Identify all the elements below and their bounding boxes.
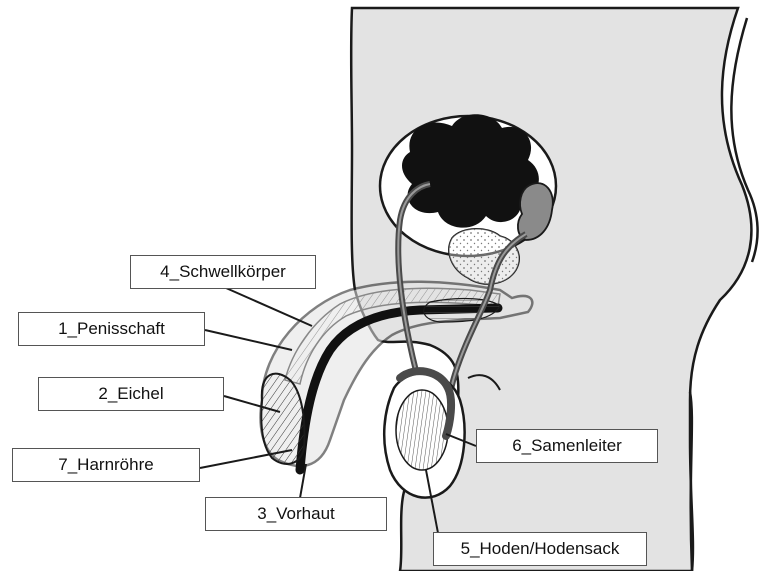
label-vorhaut: 3_Vorhaut [205, 497, 387, 531]
label-harnroehre: 7_Harnröhre [12, 448, 200, 482]
label-schwellkoerper: 4_Schwellkörper [130, 255, 316, 289]
label-eichel: 2_Eichel [38, 377, 224, 411]
label-hoden: 5_Hoden/Hodensack [433, 532, 647, 566]
label-penisschaft: 1_Penisschaft [18, 312, 205, 346]
testis [396, 390, 448, 470]
leader-schwellkoerper [226, 288, 312, 326]
label-samenleiter: 6_Samenleiter [476, 429, 658, 463]
bladder [402, 114, 539, 227]
leader-penisschaft [205, 330, 292, 350]
